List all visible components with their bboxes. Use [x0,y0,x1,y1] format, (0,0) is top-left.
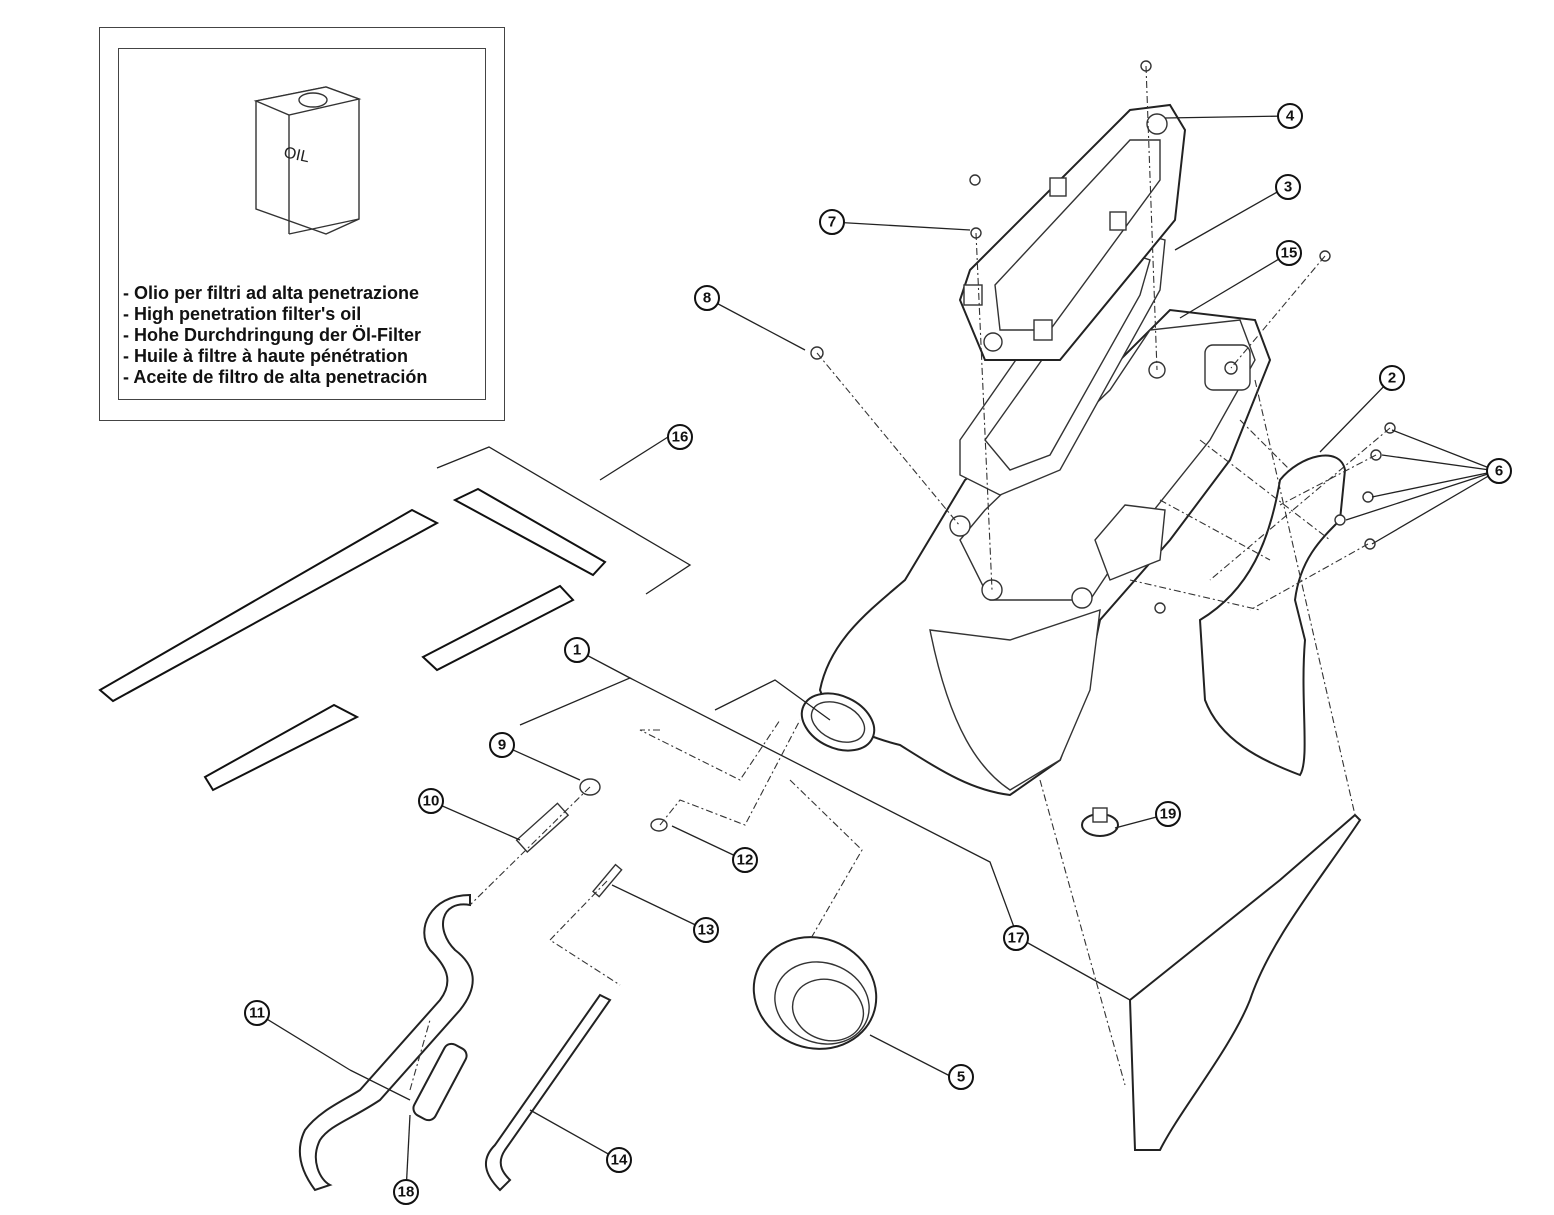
callout-18: 18 [393,1179,419,1205]
legend-line-es: - Aceite de filtro de alta penetración [123,367,428,387]
callout-15: 15 [1276,240,1302,266]
legend-line-en: - High penetration filter's oil [123,304,362,324]
legend-line-fr: - Huile à filtre à haute pénétration [123,346,409,366]
svg-text:5: 5 [957,1069,965,1086]
mudguard-part-17 [1128,813,1362,1151]
breather-hose-part-11 [298,893,474,1192]
callout-14: 14 [606,1147,632,1173]
airbox-body [800,103,1272,797]
callout-10: 10 [418,788,444,814]
callout-1: 1 [564,637,590,663]
assembly-center-lines [409,65,1391,1091]
callout-17: 17 [1003,925,1029,951]
oil-can-label: OIL [282,144,311,166]
callout-11: 11 [244,1000,270,1026]
drain-tube-part-14 [485,993,612,1192]
svg-text:4: 4 [1286,108,1295,125]
svg-text:6: 6 [1495,463,1503,480]
hose-connector-part-18 [412,1042,468,1122]
callout-6: 6 [1486,458,1512,484]
callout-7: 7 [819,209,845,235]
svg-text:19: 19 [1160,806,1177,823]
callout-12: 12 [732,847,758,873]
legend-text-list: - Olio per filtri ad alta penetrazione -… [123,283,427,388]
small-fittings [515,778,668,898]
callout-8: 8 [694,285,720,311]
callout-19: 19 [1155,801,1181,827]
svg-text:3: 3 [1284,179,1292,196]
svg-text:2: 2 [1388,370,1396,387]
legend-box: OIL - Olio per filtri ad alta penetrazio… [99,27,505,421]
svg-text:1: 1 [573,642,581,659]
svg-text:16: 16 [672,429,689,446]
filter-strips-part-16 [98,446,692,792]
svg-text:9: 9 [498,737,506,754]
svg-text:17: 17 [1008,930,1025,947]
plug-part-19 [1081,807,1119,837]
svg-text:10: 10 [423,793,440,810]
svg-text:13: 13 [698,922,715,939]
legend-inner-frame: OIL - Olio per filtri ad alta penetrazio… [118,48,486,400]
callout-16: 16 [667,424,693,450]
svg-text:18: 18 [398,1184,415,1201]
svg-text:11: 11 [249,1005,265,1022]
svg-text:12: 12 [737,852,754,869]
legend-line-it: - Olio per filtri ad alta penetrazione [123,283,420,303]
oil-can-icon: OIL [253,86,362,235]
legend-line-de: - Hohe Durchdringung der Öl-Filter [123,325,421,345]
svg-text:8: 8 [703,290,711,307]
intake-rubber-part-5 [752,936,878,1050]
svg-text:15: 15 [1281,245,1298,262]
callout-3: 3 [1275,174,1301,200]
callout-13: 13 [693,917,719,943]
callout-leaders [256,115,1498,1193]
callout-9: 9 [489,732,515,758]
svg-text:14: 14 [611,1152,628,1169]
callout-5: 5 [948,1064,974,1090]
svg-text:7: 7 [828,214,836,231]
side-plate-part-2 [1198,454,1347,777]
callout-2: 2 [1379,365,1405,391]
callout-4: 4 [1277,103,1303,129]
